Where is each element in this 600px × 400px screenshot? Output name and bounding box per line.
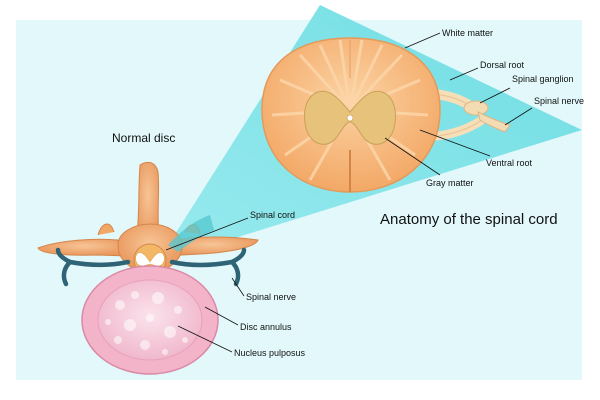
white-matter-label: White matter (442, 28, 493, 38)
normal-disc-label: Normal disc (112, 131, 175, 145)
disc-annulus-label: Disc annulus (240, 322, 292, 332)
vertebra-illustration (37, 161, 259, 375)
transverse-process-left (37, 238, 132, 257)
spinal-nerve-shape (477, 111, 511, 133)
spinal-cord-cross-section (261, 37, 511, 193)
nucleus-texture (105, 291, 188, 355)
leader-lines (165, 32, 533, 353)
spinal-nerve-disc-label: Spinal nerve (246, 292, 296, 302)
dorsal-root-label: Dorsal root (480, 60, 525, 70)
ventral-root-label: Ventral root (486, 158, 533, 168)
nucleus-pulposus-label: Nucleus pulposus (234, 348, 306, 358)
spinal-cord-label: Spinal cord (250, 210, 295, 220)
spinal-nerve-cord-label: Spinal nerve (534, 96, 584, 106)
anatomy-title: Anatomy of the spinal cord (380, 211, 558, 228)
spinal-ganglion-shape (463, 100, 489, 116)
gray-matter-label: Gray matter (426, 178, 474, 188)
spinal-ganglion-label: Spinal ganglion (512, 74, 574, 84)
spinal-nerves (55, 247, 247, 287)
